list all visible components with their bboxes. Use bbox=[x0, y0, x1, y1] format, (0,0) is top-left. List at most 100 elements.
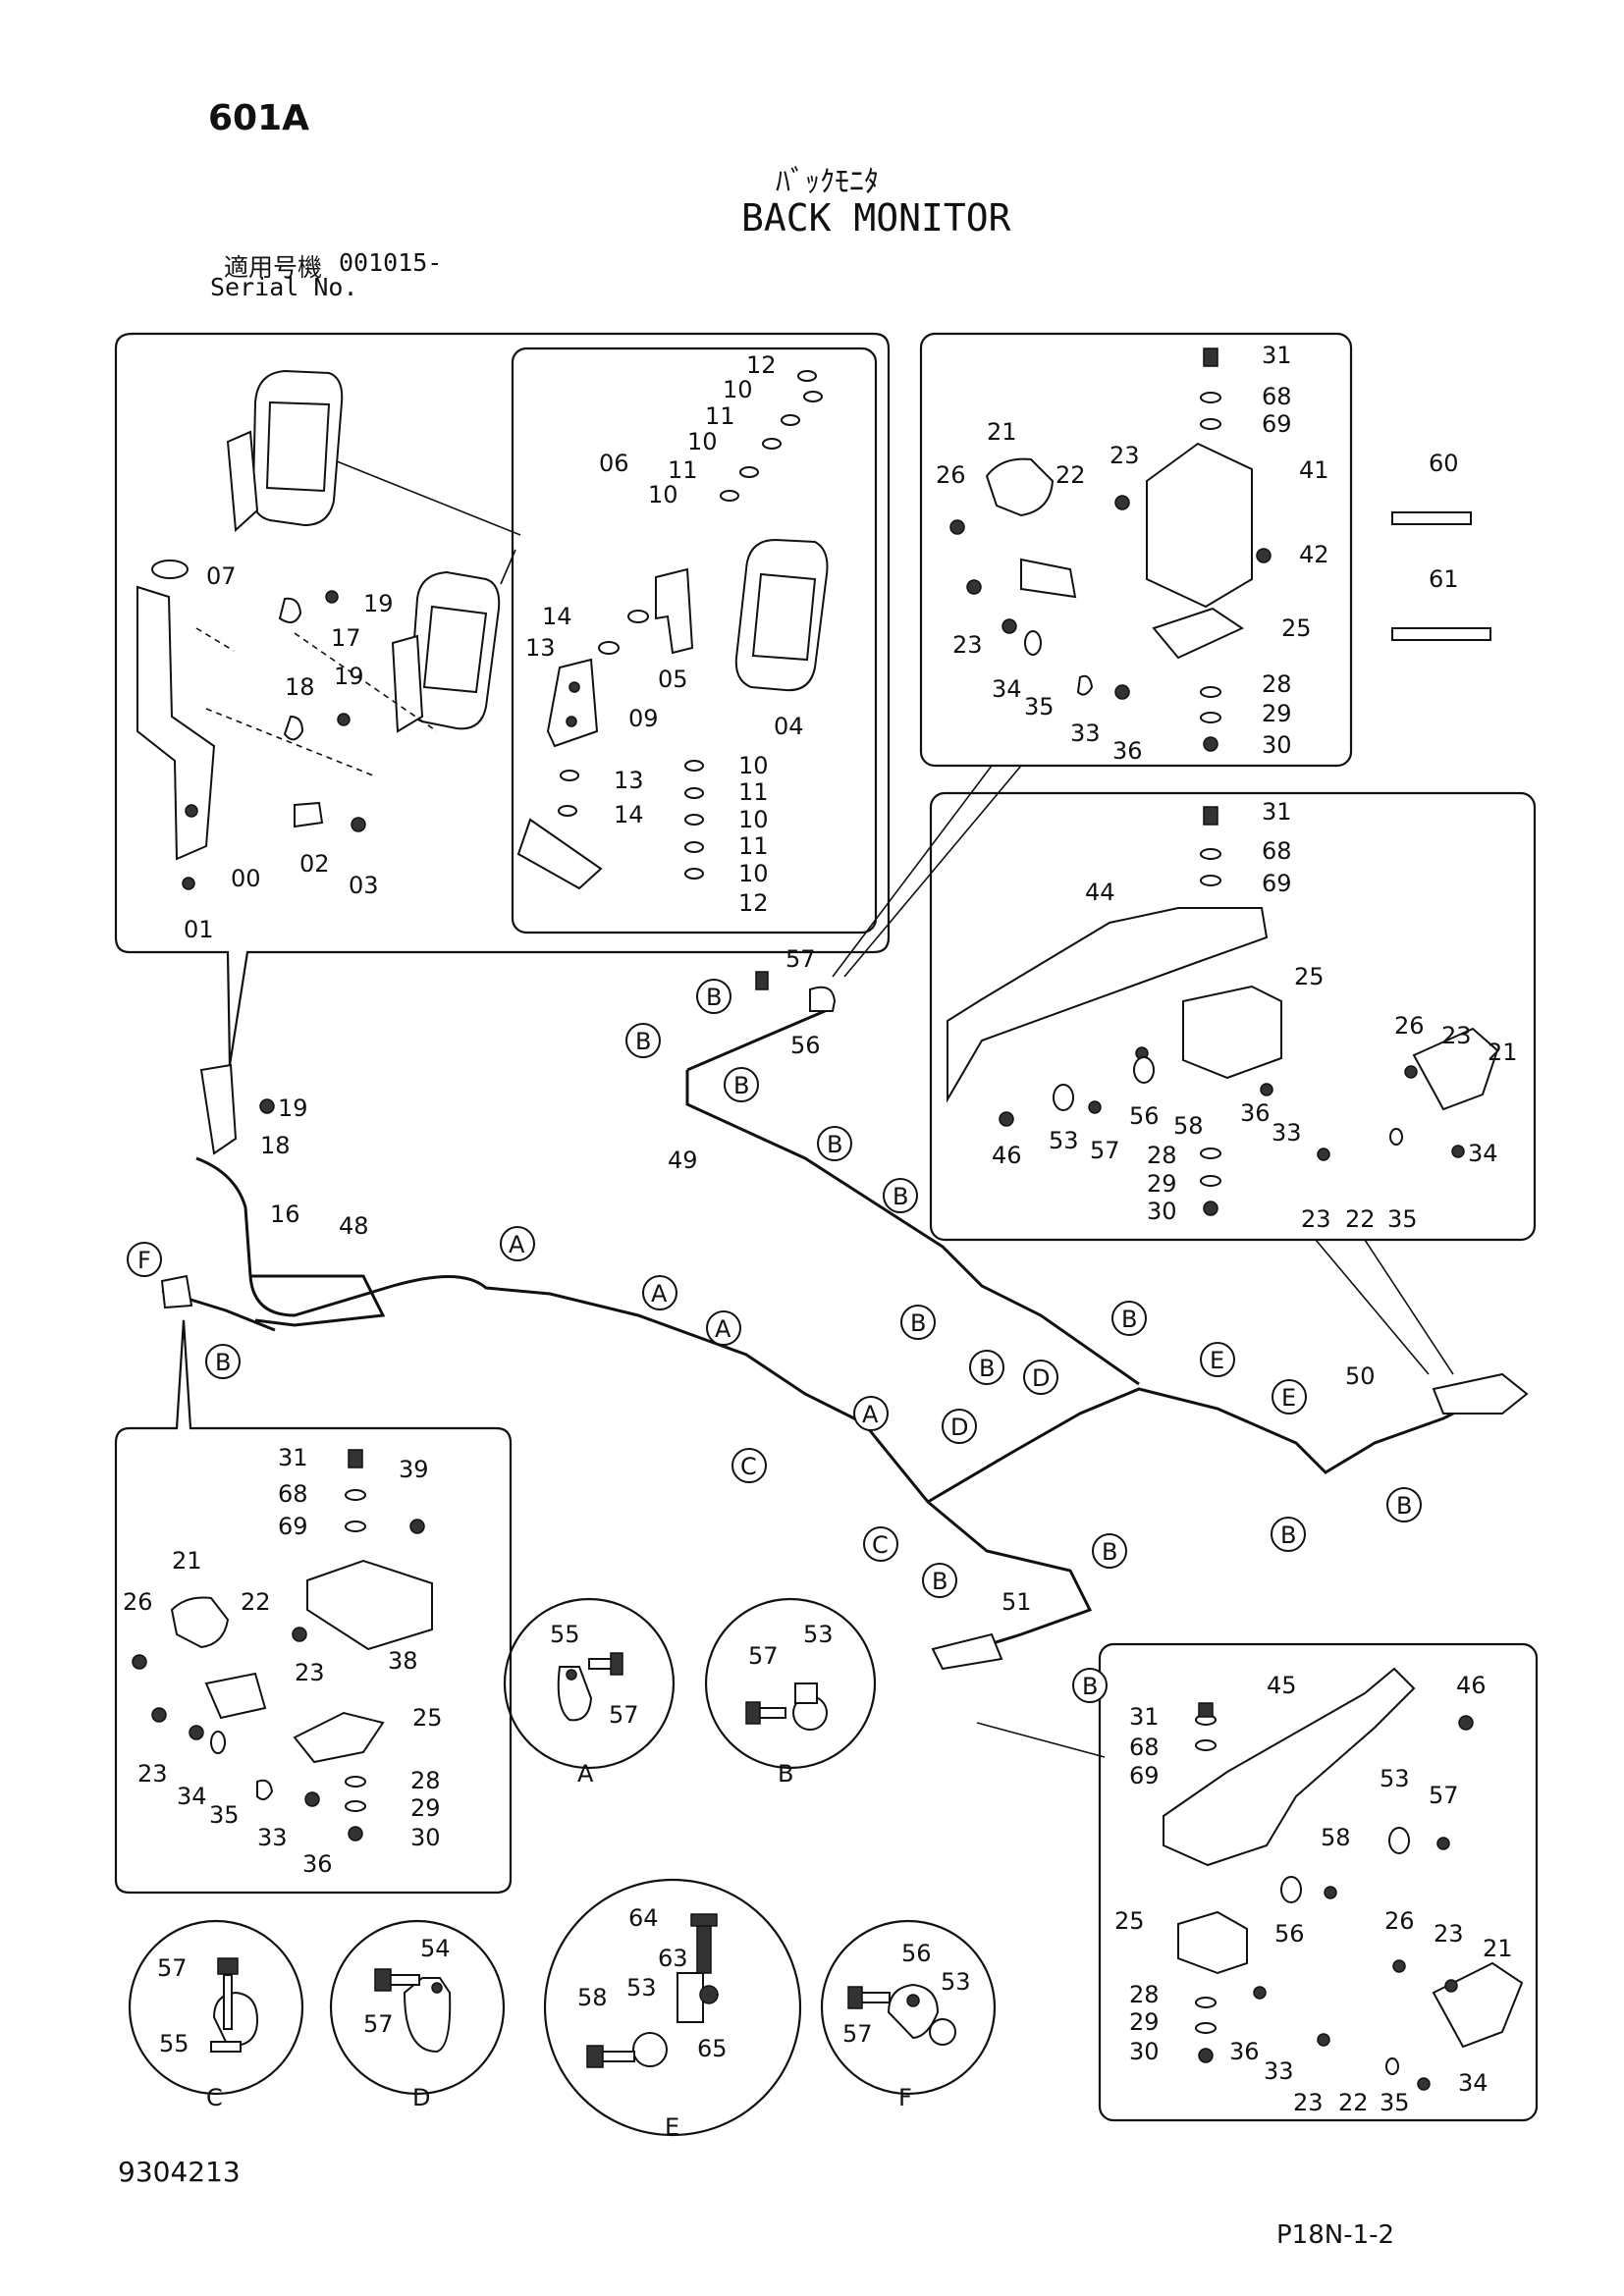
cam-tr-part-23a: 23 bbox=[1110, 442, 1140, 469]
cam-lr-part-69: 69 bbox=[1129, 1762, 1160, 1789]
cam-mr-part-29: 29 bbox=[1147, 1170, 1177, 1198]
monitor-detail-part-11d: 11 bbox=[738, 832, 769, 860]
monitor-part-18: 18 bbox=[285, 673, 315, 701]
svg-text:B: B bbox=[635, 1028, 651, 1055]
harness-part-50: 50 bbox=[1345, 1362, 1376, 1390]
cam-mr-part-31: 31 bbox=[1262, 798, 1292, 826]
cam-tr-part-21: 21 bbox=[987, 418, 1017, 446]
svg-text:B: B bbox=[893, 1183, 908, 1210]
clamp-detail-B: 57 53 B bbox=[704, 1597, 877, 1788]
cam-lr-part-23a: 23 bbox=[1434, 1920, 1464, 1948]
cam-mr-part-44: 44 bbox=[1085, 879, 1115, 906]
cam-mr-part-56: 56 bbox=[1129, 1102, 1160, 1130]
monitor-detail-part-10b: 10 bbox=[687, 428, 718, 455]
clamp-B-part-53: 53 bbox=[803, 1621, 834, 1648]
cam-tr-part-41: 41 bbox=[1299, 456, 1329, 484]
marker-B-14: B bbox=[1072, 1668, 1108, 1703]
cam-tr-part-36: 36 bbox=[1112, 737, 1143, 765]
title-japanese: ﾊﾞｯｸﾓﾆﾀ bbox=[776, 165, 879, 199]
monitor-detail-part-11c: 11 bbox=[738, 778, 769, 806]
cam-ll-part-28: 28 bbox=[410, 1767, 441, 1794]
clamp-C-part-55: 55 bbox=[159, 2030, 189, 2057]
harness-clamp-markers: A A A A B B B B B B B B B B B B B B C C … bbox=[127, 979, 1422, 1703]
marker-A-4: A bbox=[853, 1396, 889, 1431]
svg-text:B: B bbox=[827, 1131, 842, 1158]
clamp-detail-E: 64 63 58 53 65 E bbox=[543, 1878, 802, 2141]
cam-ll-part-26: 26 bbox=[123, 1588, 153, 1616]
cam-tr-part-29: 29 bbox=[1262, 700, 1292, 727]
cam-mr-part-21: 21 bbox=[1488, 1039, 1518, 1066]
clamp-B-part-57: 57 bbox=[748, 1642, 779, 1670]
camera-lower-right-frame bbox=[976, 1642, 1539, 2122]
marker-B-1: B bbox=[205, 1344, 241, 1379]
svg-text:A: A bbox=[509, 1231, 525, 1258]
cam-tr-part-28: 28 bbox=[1262, 670, 1292, 698]
cam-mr-part-58: 58 bbox=[1173, 1112, 1204, 1140]
cam-mr-part-23b: 23 bbox=[1301, 1205, 1331, 1233]
cam-lr-part-56: 56 bbox=[1274, 1920, 1305, 1948]
clamp-detail-D: 54 57 D bbox=[329, 1919, 506, 2111]
cam-ll-part-38: 38 bbox=[388, 1647, 418, 1675]
marker-B-4: B bbox=[724, 1067, 759, 1102]
monitor-part-00: 00 bbox=[231, 865, 261, 892]
cam-lr-part-22: 22 bbox=[1338, 2089, 1369, 2116]
cam-tr-part-68: 68 bbox=[1262, 383, 1292, 410]
monitor-detail-part-12a: 12 bbox=[746, 351, 777, 379]
clamp-E-part-58: 58 bbox=[577, 1984, 608, 2011]
svg-text:D: D bbox=[1032, 1364, 1050, 1392]
svg-text:E: E bbox=[1210, 1347, 1224, 1374]
cam-mr-part-35: 35 bbox=[1387, 1205, 1418, 1233]
cam-tr-part-34: 34 bbox=[992, 675, 1022, 703]
cam-mr-part-68: 68 bbox=[1262, 837, 1292, 865]
page-title: BACK MONITOR bbox=[741, 196, 1011, 240]
svg-text:C: C bbox=[740, 1453, 757, 1480]
monitor-detail-part-04: 04 bbox=[774, 713, 804, 740]
svg-text:A: A bbox=[651, 1280, 668, 1308]
cam-tr-part-30: 30 bbox=[1262, 731, 1292, 759]
cam-mr-part-46: 46 bbox=[992, 1142, 1022, 1169]
cam-tr-part-33: 33 bbox=[1070, 720, 1101, 747]
cam-ll-part-21: 21 bbox=[172, 1547, 202, 1575]
marker-B-10: B bbox=[1271, 1517, 1306, 1552]
cam-ll-part-39: 39 bbox=[399, 1456, 429, 1483]
marker-A-1: A bbox=[500, 1226, 535, 1261]
marker-B-5: B bbox=[817, 1126, 852, 1161]
camera-mid-right-frame bbox=[929, 791, 1537, 1375]
camera-lower-right-parts: 45 46 31 68 69 53 57 58 56 25 26 23 21 2… bbox=[1114, 1667, 1524, 2116]
cam-mr-part-26: 26 bbox=[1394, 1012, 1425, 1040]
clamp-A-label: A bbox=[577, 1760, 594, 1788]
cam-mr-part-23a: 23 bbox=[1441, 1022, 1472, 1049]
marker-D-2: D bbox=[942, 1409, 977, 1444]
cam-ll-part-35: 35 bbox=[209, 1801, 240, 1829]
clamp-E-part-53: 53 bbox=[626, 1974, 657, 2002]
harness-part-49: 49 bbox=[668, 1147, 698, 1174]
cam-ll-part-36: 36 bbox=[302, 1850, 333, 1878]
monitor-part-01: 01 bbox=[184, 916, 214, 943]
clamp-D-part-54: 54 bbox=[420, 1935, 451, 1962]
marker-A-3: A bbox=[706, 1310, 741, 1346]
monitor-detail-part-10a: 10 bbox=[723, 376, 753, 403]
clamp-A-part-57: 57 bbox=[609, 1701, 639, 1729]
cam-lr-part-33: 33 bbox=[1264, 2057, 1294, 2085]
monitor-detail-part-10c: 10 bbox=[648, 481, 678, 508]
harness-part-16: 16 bbox=[270, 1201, 300, 1228]
monitor-part-02: 02 bbox=[299, 850, 330, 878]
camera-top-right-frame bbox=[832, 332, 1353, 978]
cam-mr-part-34: 34 bbox=[1468, 1140, 1498, 1167]
marker-B-13: B bbox=[1092, 1533, 1127, 1569]
serial-label-jp: 適用号機 bbox=[224, 253, 323, 282]
cam-lr-part-30: 30 bbox=[1129, 2038, 1160, 2065]
svg-text:B: B bbox=[1102, 1538, 1117, 1566]
monitor-group-frame bbox=[114, 332, 891, 1066]
monitor-detail-part-11b: 11 bbox=[668, 456, 698, 484]
svg-text:B: B bbox=[215, 1349, 231, 1376]
harness-part-19: 19 bbox=[278, 1095, 308, 1122]
harness-part-51: 51 bbox=[1001, 1588, 1032, 1616]
cam-ll-part-34: 34 bbox=[177, 1783, 207, 1810]
svg-text:B: B bbox=[910, 1309, 926, 1337]
svg-text:B: B bbox=[1121, 1306, 1137, 1333]
monitor-part-19a: 19 bbox=[363, 590, 394, 617]
svg-text:A: A bbox=[715, 1315, 731, 1343]
cam-tr-part-69: 69 bbox=[1262, 410, 1292, 438]
